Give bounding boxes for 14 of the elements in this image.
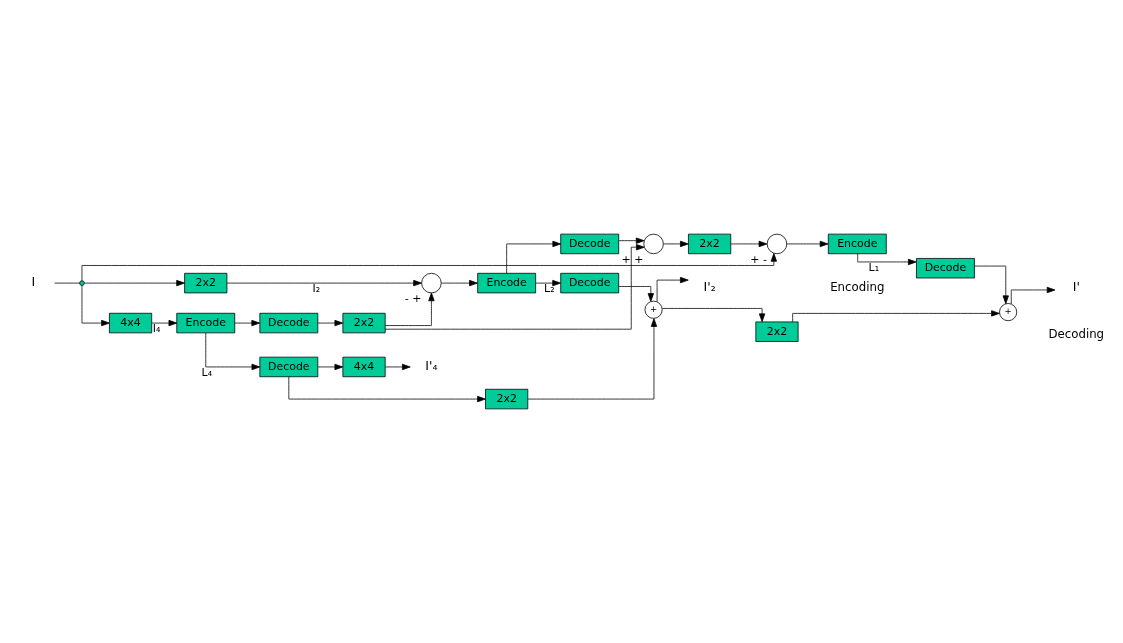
- edge-label: L₂: [544, 281, 555, 295]
- node-text: I': [1072, 278, 1080, 294]
- edge-label: I₄: [152, 321, 161, 335]
- edge-label: L₄: [201, 365, 213, 379]
- node-label: + +: [621, 252, 644, 266]
- node-text: I'₂: [703, 278, 716, 294]
- node-label: - +: [404, 291, 422, 305]
- node-label: + -: [750, 252, 767, 266]
- label: Encoding: [830, 279, 885, 294]
- node-text: I: [31, 274, 36, 290]
- label: Decoding: [1048, 327, 1105, 342]
- edge-label: L₁: [868, 260, 880, 274]
- edge-label: I₂: [312, 281, 321, 295]
- node-text: I'₄: [425, 357, 438, 373]
